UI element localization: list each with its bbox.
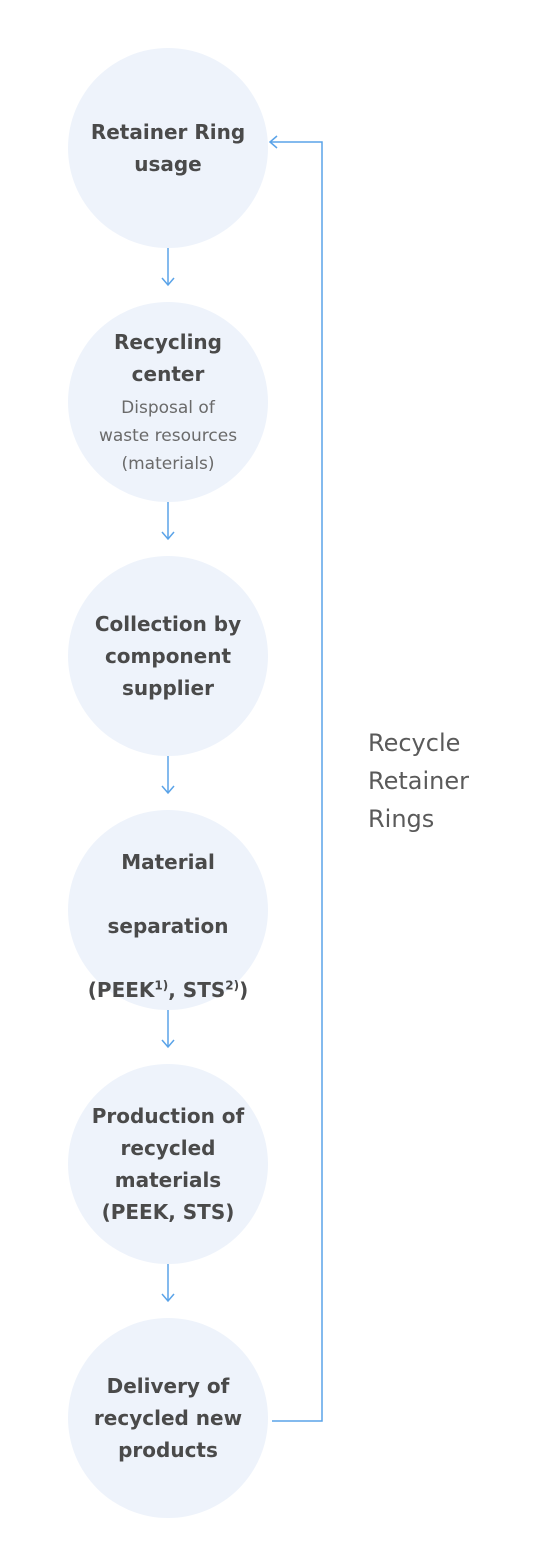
node-recycling-center: Recycling center Disposal of waste resou… bbox=[68, 302, 268, 502]
down-arrow bbox=[161, 502, 175, 541]
loop-back-arrow bbox=[268, 135, 323, 1422]
node-title: Retainer Ring usage bbox=[90, 120, 246, 176]
title-line: separation bbox=[107, 914, 229, 938]
down-arrow bbox=[161, 1010, 175, 1049]
node-title: Production of recycled materials (PEEK, … bbox=[91, 1104, 245, 1224]
node-title: Material separation (PEEK1), STS2)) bbox=[88, 814, 248, 1006]
footnote-marker: 1) bbox=[154, 978, 169, 993]
title-line-part: (PEEK bbox=[87, 978, 155, 1002]
node-material-separation: Material separation (PEEK1), STS2)) bbox=[68, 810, 268, 1010]
down-arrow bbox=[161, 248, 175, 287]
node-delivery-new-products: Delivery of recycled new products bbox=[68, 1318, 268, 1518]
node-title: Delivery of recycled new products bbox=[93, 1374, 243, 1462]
down-arrow bbox=[161, 1264, 175, 1303]
down-arrow bbox=[161, 756, 175, 795]
title-line-part: ) bbox=[239, 978, 249, 1002]
node-title: Collection by component supplier bbox=[94, 612, 242, 700]
node-subtitle: Disposal of waste resources (materials) bbox=[98, 398, 238, 474]
node-title: Recycling center bbox=[114, 330, 222, 386]
node-retainer-ring-usage: Retainer Ring usage bbox=[68, 48, 268, 248]
node-collection-by-supplier: Collection by component supplier bbox=[68, 556, 268, 756]
node-production-recycled-materials: Production of recycled materials (PEEK, … bbox=[68, 1064, 268, 1264]
loop-label: Recycle Retainer Rings bbox=[368, 729, 469, 833]
title-line: Material bbox=[121, 850, 215, 874]
footnote-marker: 2) bbox=[225, 978, 240, 993]
title-line-part: , STS bbox=[168, 978, 226, 1002]
